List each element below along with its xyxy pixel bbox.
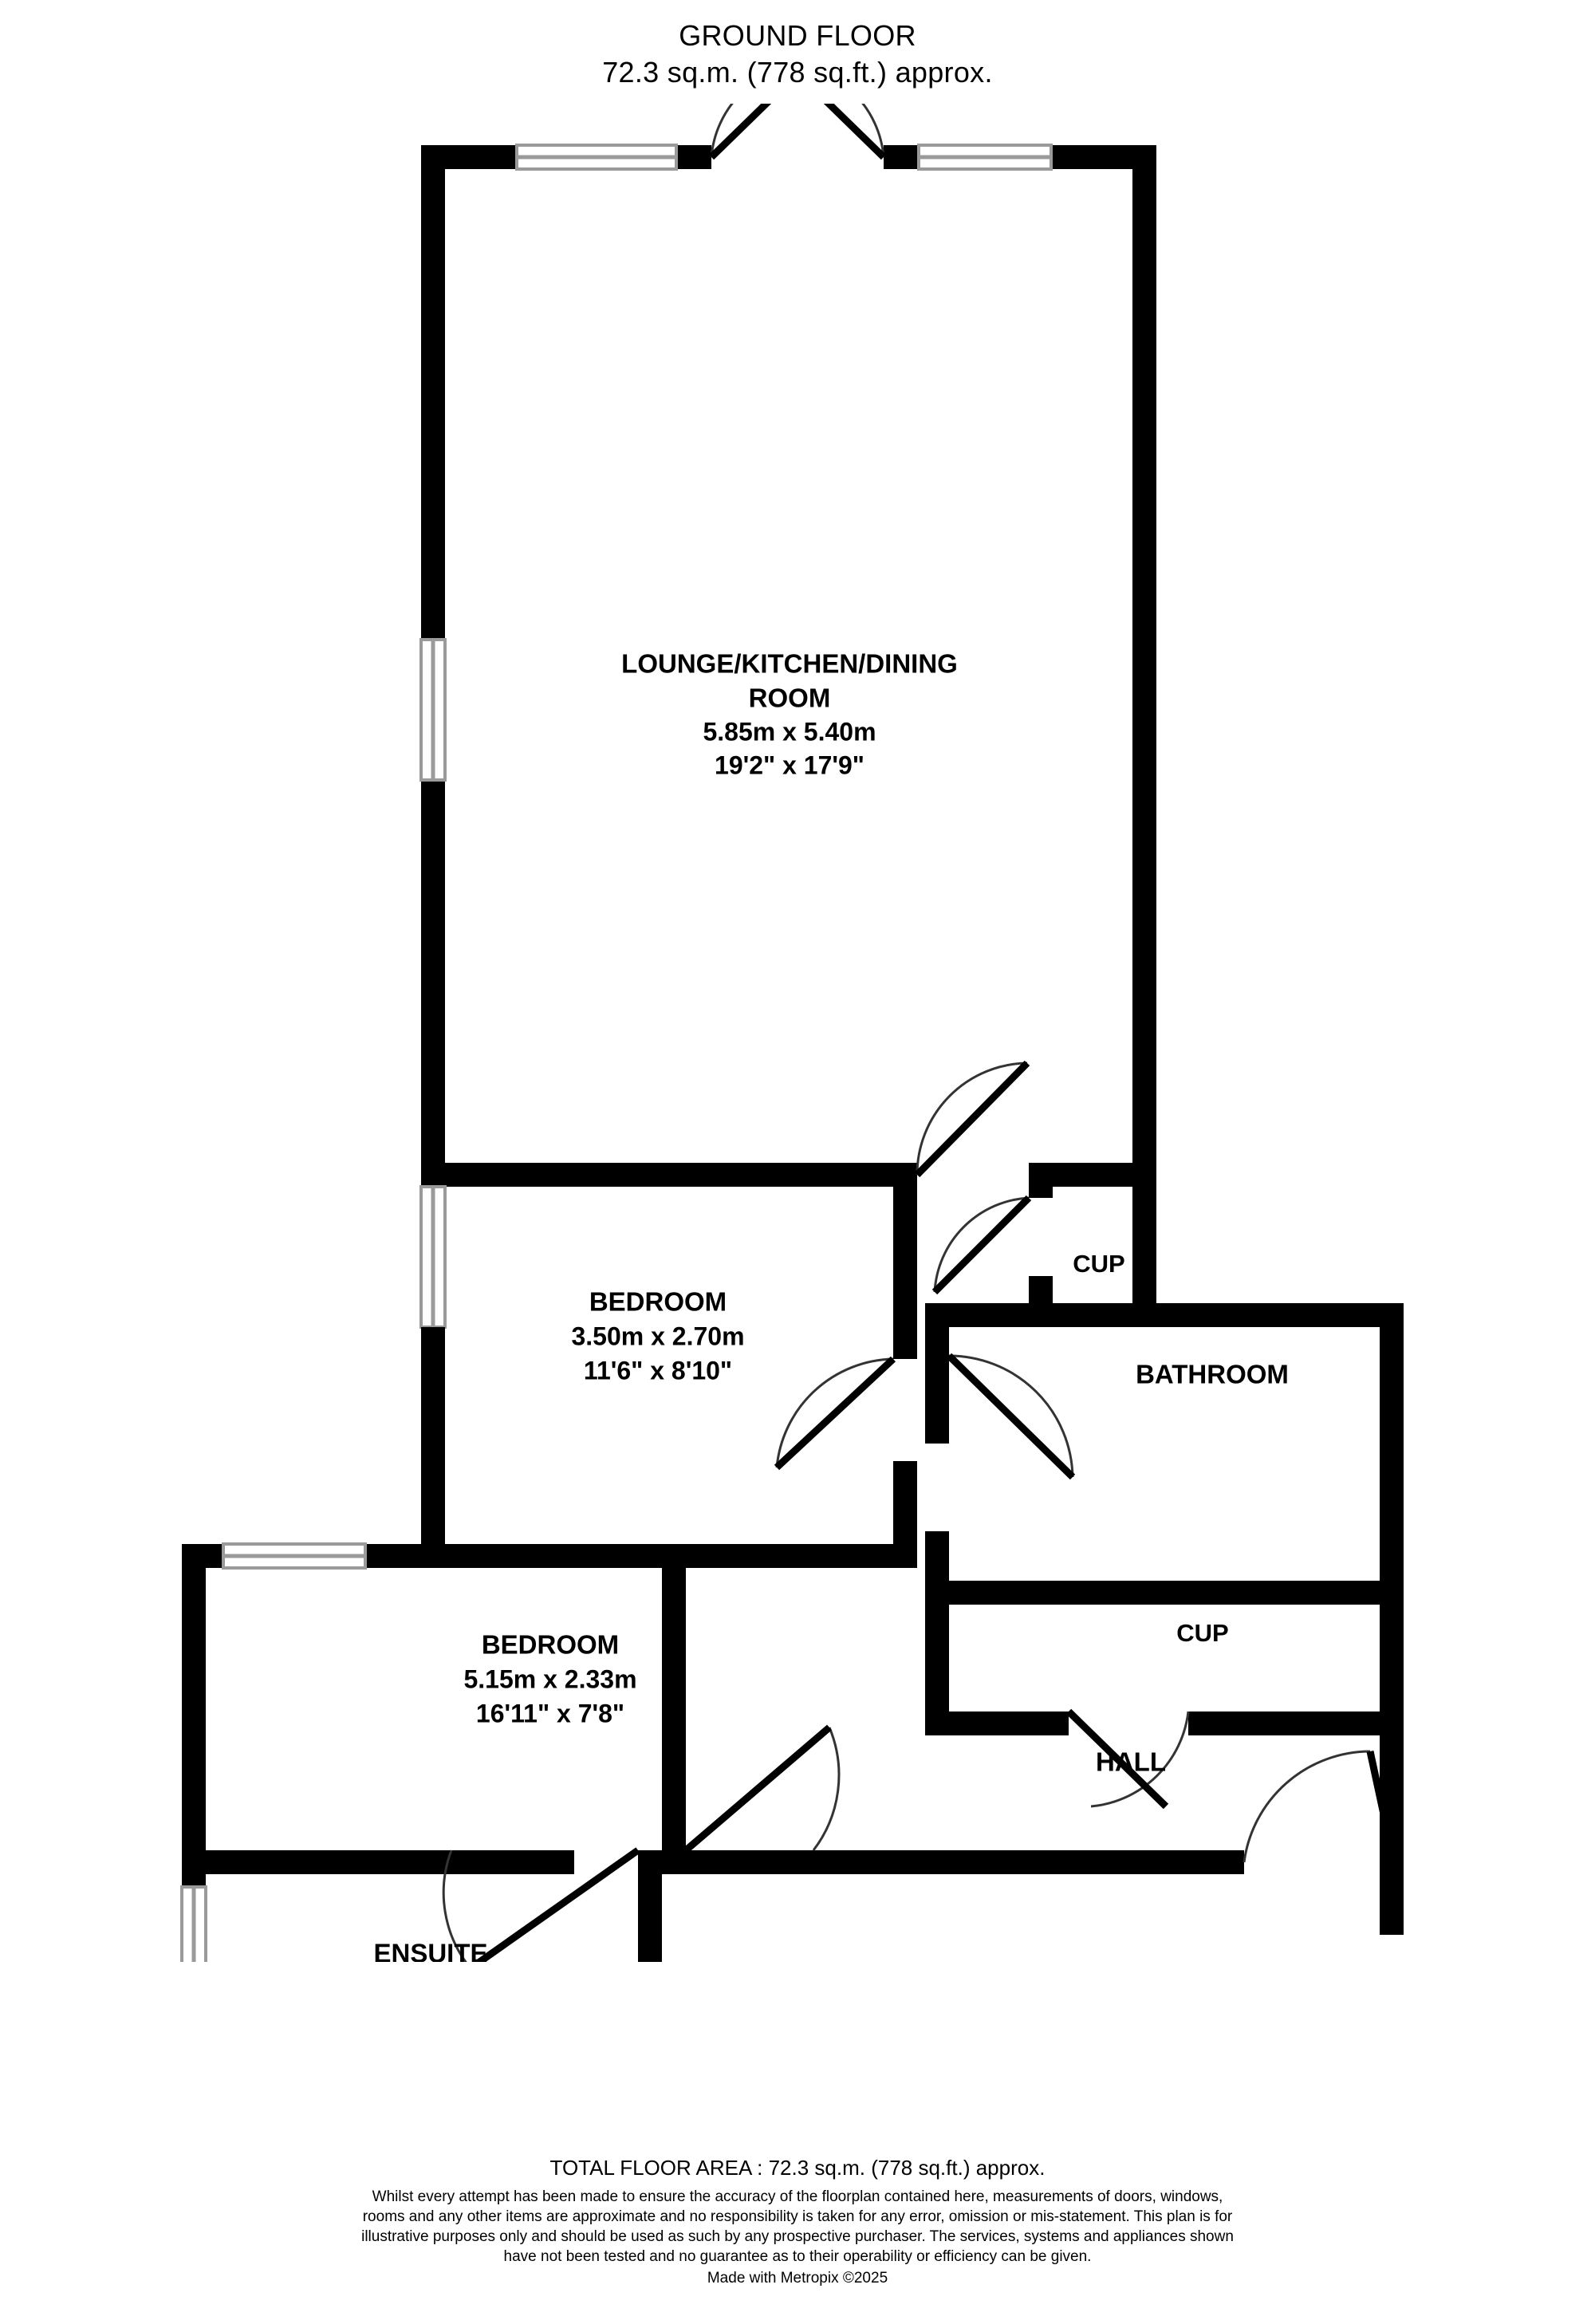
french-doors[interactable] — [708, 104, 887, 160]
wall-bed1-bottom — [421, 1544, 917, 1568]
wall-right-lounge — [1132, 145, 1156, 1187]
ensuite-walls — [182, 1850, 662, 1962]
wall-ensuite-right — [638, 1850, 662, 1962]
wall-cup-lower-right — [1380, 1581, 1404, 1735]
plan-footer: TOTAL FLOOR AREA : 72.3 sq.m. (778 sq.ft… — [0, 2153, 1595, 2288]
bedroom-1-label-group: BEDROOM 3.50m x 2.70m 11'6" x 8'10" — [571, 1287, 744, 1385]
window-left-lounge — [419, 638, 447, 782]
cup-lower-walls — [925, 1581, 1404, 1735]
bedroom-1-dim-imperial: 11'6" x 8'10" — [584, 1356, 732, 1385]
lounge-dim-metric: 5.85m x 5.40m — [703, 717, 876, 746]
bedroom-2-dim-imperial: 16'11" x 7'8" — [476, 1699, 624, 1727]
wall-bed2-right — [662, 1568, 686, 1874]
wall-left-upper — [421, 145, 445, 640]
lounge-label-line2: ROOM — [749, 683, 831, 713]
cup-lower-label: CUP — [1176, 1619, 1228, 1647]
wall-bath-top — [925, 1303, 1404, 1327]
window-top-left — [515, 144, 678, 171]
ensuite-label: ENSUITE — [373, 1939, 487, 1962]
door-bedroom-2[interactable] — [683, 1724, 841, 1853]
bedroom-1-walls — [421, 1187, 917, 1568]
bedroom-2-label-group: BEDROOM 5.15m x 2.33m 16'11" x 7'8" — [463, 1630, 636, 1728]
bedroom-1-label: BEDROOM — [589, 1287, 727, 1317]
wall-bed1-left-lower — [421, 1327, 445, 1568]
wall-ensuite-left-upper — [182, 1850, 206, 1887]
lounge-label: LOUNGE/KITCHEN/DINING — [621, 649, 958, 679]
wall-bed2-left — [182, 1544, 206, 1893]
door-entrance[interactable] — [1243, 1750, 1398, 1863]
hall-walls — [662, 1735, 1404, 1935]
wall-lounge-bottom-left — [421, 1163, 917, 1187]
floorplan-svg: LOUNGE/KITCHEN/DINING ROOM 5.85m x 5.40m… — [180, 104, 1404, 1962]
bedroom-2-dim-metric: 5.15m x 2.33m — [463, 1664, 636, 1693]
bedroom-1-dim-metric: 3.50m x 2.70m — [571, 1322, 744, 1350]
window-bedroom-2 — [222, 1542, 367, 1570]
cup-upper-walls — [925, 1163, 1156, 1327]
wall-pier-left-of-doors — [676, 145, 711, 169]
floorplan-drawing: LOUNGE/KITCHEN/DINING ROOM 5.85m x 5.40m… — [0, 104, 1595, 1962]
lounge-label-group: LOUNGE/KITCHEN/DINING ROOM 5.85m x 5.40m… — [621, 649, 958, 780]
lounge-walls — [421, 145, 1156, 1187]
wall-hall-bottom — [662, 1850, 1244, 1874]
plan-header: GROUND FLOOR 72.3 sq.m. (778 sq.ft.) app… — [0, 18, 1595, 91]
wall-cup-upper-left-stub — [1029, 1163, 1053, 1198]
wall-bath-right — [1380, 1303, 1404, 1605]
cup-upper-label: CUP — [1073, 1250, 1124, 1278]
page-area-subtitle: 72.3 sq.m. (778 sq.ft.) approx. — [602, 56, 993, 89]
made-with-credit: Made with Metropix ©2025 — [707, 2270, 888, 2287]
wall-cup-lower-bottom-left — [925, 1711, 1069, 1735]
wall-bed1-right-upper — [893, 1187, 917, 1359]
door-cup-lower[interactable] — [1065, 1708, 1190, 1810]
hall-label: HALL — [1096, 1747, 1166, 1777]
door-bathroom[interactable] — [946, 1353, 1076, 1480]
wall-left-mid — [421, 780, 445, 1187]
window-bedroom-1 — [419, 1185, 447, 1329]
wall-pier-right-of-doors — [884, 145, 919, 169]
total-floor-area: TOTAL FLOOR AREA : 72.3 sq.m. (778 sq.ft… — [549, 2156, 1046, 2180]
wall-bath-bottom — [925, 1581, 1404, 1605]
wall-cup-lower-left — [925, 1581, 949, 1735]
door-cup-upper[interactable] — [931, 1195, 1032, 1295]
door-bedroom-1[interactable] — [774, 1356, 896, 1471]
lounge-dim-imperial: 19'2" x 17'9" — [715, 750, 864, 779]
page-title: GROUND FLOOR — [679, 19, 916, 52]
bathroom-label: BATHROOM — [1136, 1360, 1289, 1389]
door-ensuite[interactable] — [442, 1847, 640, 1962]
wall-bed2-bottom — [206, 1850, 574, 1874]
bathroom-walls — [925, 1303, 1404, 1605]
bedroom-2-walls — [182, 1544, 686, 1893]
bedroom-2-label: BEDROOM — [482, 1630, 619, 1660]
window-ensuite — [180, 1885, 207, 1962]
disclaimer-text: Whilst every attempt has been made to en… — [361, 2188, 1234, 2265]
door-lounge-to-hall[interactable] — [914, 1060, 1030, 1178]
wall-cup-lower-bottom-right — [1188, 1711, 1404, 1735]
window-top-right — [917, 144, 1053, 171]
wall-bed2-top-right — [365, 1544, 445, 1568]
